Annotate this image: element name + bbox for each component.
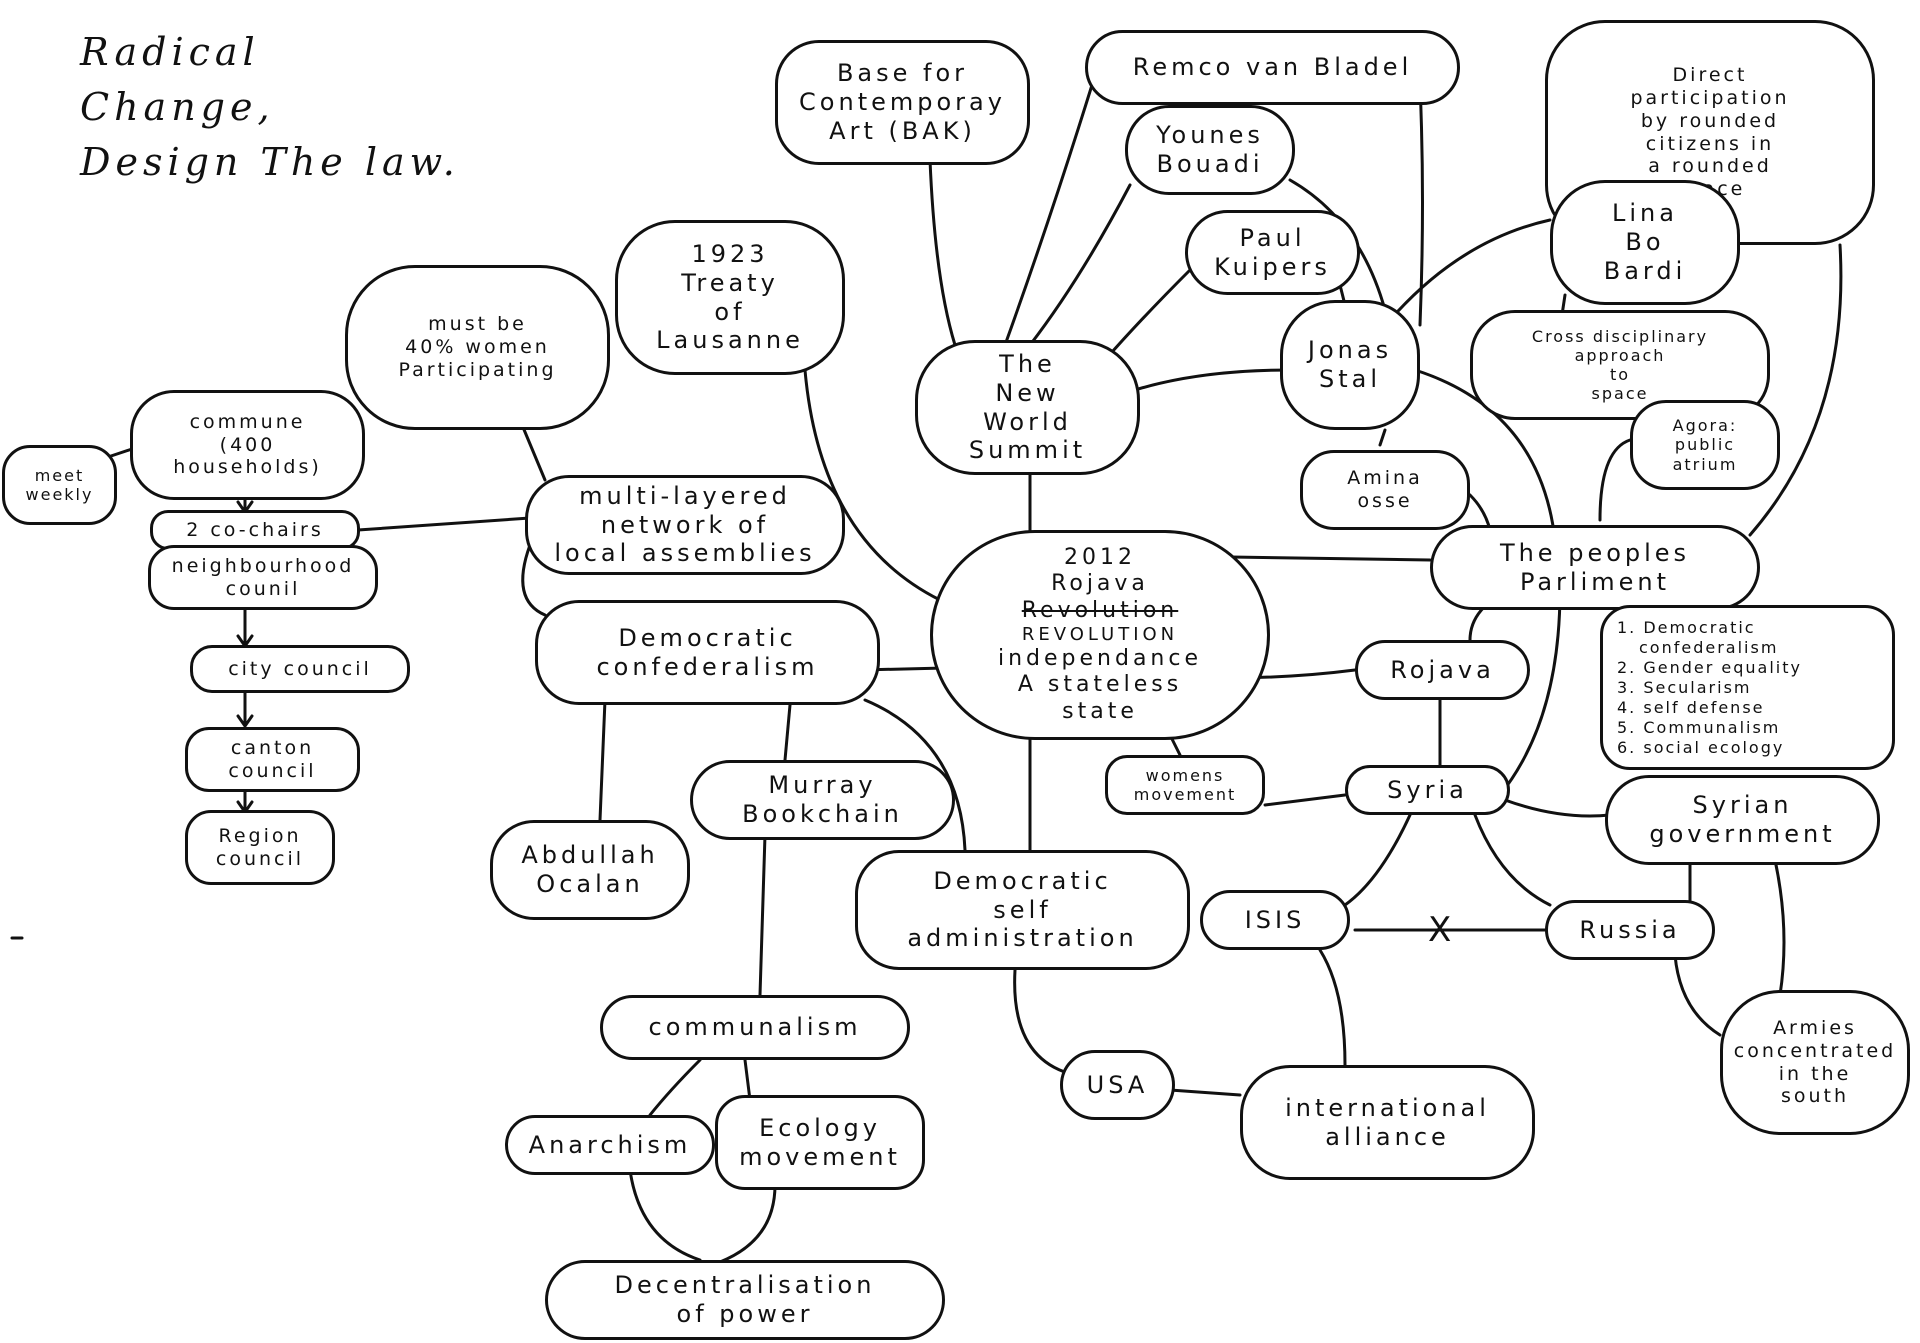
edge-democonf-dsa: [863, 698, 967, 852]
node-agora: Agora: public atrium: [1630, 400, 1780, 490]
node-peoples-parliament: The peoples Parliment: [1430, 525, 1760, 610]
edge-murray-communalism: [758, 833, 767, 997]
node-jonas-stal: Jonas Stal: [1280, 300, 1420, 430]
node-armies-south: Armies concentrated in the south: [1720, 990, 1910, 1135]
node-syrian-government: Syrian government: [1605, 775, 1880, 865]
edge-dsa-usa: [1013, 968, 1077, 1077]
node-younes: Younes Bouadi: [1125, 105, 1295, 195]
node-co-chairs: 2 co-chairs: [150, 510, 360, 550]
node-usa: USA: [1060, 1050, 1175, 1120]
edge-syria-russia: [1473, 813, 1552, 907]
edge-lina-jonas: [1388, 218, 1552, 322]
edge-communalism-anarchism: [648, 1058, 702, 1117]
edge-agora-peoples: [1598, 438, 1632, 522]
edge-cochairs-multi: [356, 516, 532, 532]
edge-isis-intl: [1318, 948, 1347, 1067]
edge-remco-newworld: [1003, 83, 1094, 347]
node-democratic-self-administration: Democratic self administration: [855, 850, 1190, 970]
edge-peoples-syria: [1498, 588, 1562, 797]
node-rojava: Rojava: [1355, 640, 1530, 700]
edge-paul-newworld: [1103, 268, 1192, 362]
edge-womens-syria: [1263, 793, 1347, 807]
node-women-participation: must be 40% women Participating: [345, 265, 610, 430]
edge-syria-syriangov: [1503, 798, 1612, 818]
node-syria: Syria: [1345, 765, 1510, 815]
node-ecology-movement: Ecology movement: [715, 1095, 925, 1190]
edge-treaty-2012: [803, 368, 942, 602]
edge-democonf-murray: [783, 703, 792, 762]
edge-remco-jonas: [1418, 83, 1424, 327]
node-russia: Russia: [1545, 900, 1715, 960]
node-commune: commune (400 households): [130, 390, 365, 500]
edge-anarchism-decentral: [628, 1168, 702, 1262]
edge-neigh-city: [236, 608, 254, 648]
node-abdullah-ocalan: Abdullah Ocalan: [490, 820, 690, 920]
node-remco: Remco van Bladel: [1085, 30, 1460, 105]
page-title: Radical Change, Design The law.: [80, 30, 460, 185]
edge-usa-intl: [1168, 1088, 1242, 1097]
node-amina-osse: Amina osse: [1300, 450, 1470, 530]
edge-bak-newworld: [928, 158, 957, 347]
node-murray-bookchain: Murray Bookchain: [690, 760, 955, 840]
edge-canton-region: [236, 788, 254, 814]
node-lina: Lina Bo Bardi: [1550, 180, 1740, 305]
node-international-alliance: international alliance: [1240, 1065, 1535, 1180]
node-multi-layered-network: multi-layered network of local assemblie…: [525, 475, 845, 575]
node-communalism: communalism: [600, 995, 910, 1060]
edge-communalism-ecology: [743, 1058, 752, 1102]
node-region-council: Region council: [185, 810, 335, 885]
edge-direct-peoples: [1748, 243, 1843, 537]
node-meet-weekly: meet weekly: [2, 445, 117, 525]
node-isis: ISIS: [1200, 890, 1350, 950]
node-city-council: city council: [190, 645, 410, 693]
edge-democonf-abdullah: [598, 698, 607, 822]
node-treaty: 1923 Treaty of Lausanne: [615, 220, 845, 375]
node-decentralisation-of-power: Decentralisation of power: [545, 1260, 945, 1340]
edge-newworld-jonas: [1133, 368, 1292, 392]
edge-syriangov-armies: [1773, 858, 1786, 997]
node-canton-council: canton council: [185, 727, 360, 792]
edge-younes-newworld: [1028, 183, 1132, 347]
conflict-cross-mark: X: [1428, 910, 1452, 950]
node-paul: Paul Kuipers: [1185, 210, 1360, 295]
edge-russia-armies: [1673, 953, 1722, 1037]
node-principles-list: 1. Democratic confederalism 2. Gender eq…: [1600, 605, 1895, 770]
node-rojava-revolution-2012: 2012 Rojava Revolution REVOLUTION indepe…: [930, 530, 1270, 740]
edge-multi-democonf: [521, 543, 547, 617]
node-womens-movement: womens movement: [1105, 755, 1265, 815]
edge-jonas-amina: [1378, 428, 1387, 447]
node-anarchism: Anarchism: [505, 1115, 715, 1175]
edge-syria-isis: [1343, 813, 1412, 907]
node-new-world-summit: The New World Summit: [915, 340, 1140, 475]
edge-jonas-peoples: [1413, 368, 1557, 542]
node-cross-disciplinary: Cross disciplinary approach to space: [1470, 310, 1770, 420]
edge-city-canton: [236, 688, 254, 728]
node-democratic-confederalism: Democratic confederalism: [535, 600, 880, 705]
node-bak: Base for Contemporay Art (BAK): [775, 40, 1030, 165]
edge-women40-multi: [518, 418, 547, 482]
edge-ecology-decentral: [718, 1183, 777, 1264]
node-neighbourhood-council: neighbourhood counil: [148, 545, 378, 610]
